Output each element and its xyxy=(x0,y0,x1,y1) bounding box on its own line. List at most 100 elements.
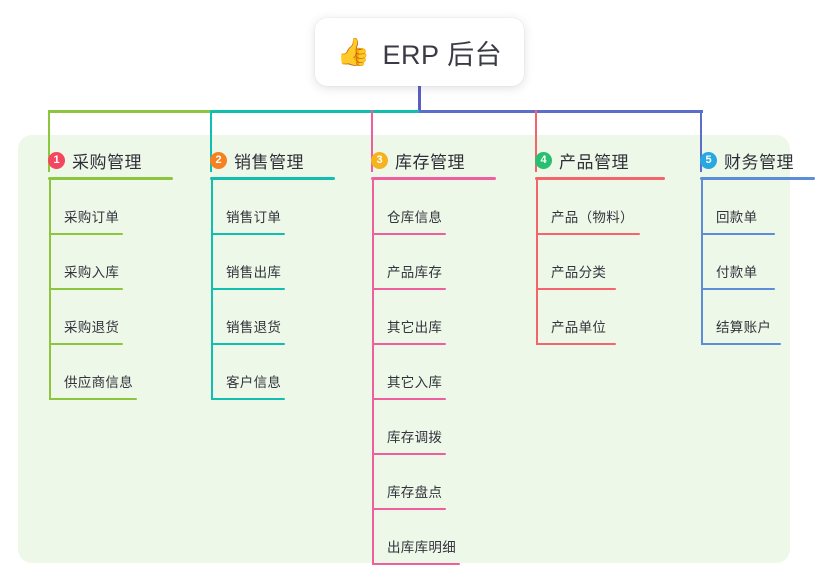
branch-leaf-underline xyxy=(211,233,285,235)
branch-column-2: 2 销售管理销售订单销售出库销售退货客户信息 xyxy=(197,148,347,400)
branch-body: 销售订单销售出库销售退货客户信息 xyxy=(197,180,347,400)
branch-leaf-underline xyxy=(49,233,123,235)
branch-leaf-label: 其它入库 xyxy=(387,375,443,390)
branch-column-5: 5 财务管理回款单付款单结算账户 xyxy=(687,148,827,345)
branch-leaf-underline xyxy=(372,233,446,235)
branch-spine xyxy=(211,180,213,400)
branch-title: 财务管理 xyxy=(724,152,794,172)
branch-spine xyxy=(701,180,703,345)
branch-number-badge: 2 xyxy=(210,151,227,169)
branch-number-badge: 3 xyxy=(371,151,388,169)
branch-leaf-label: 销售出库 xyxy=(226,265,282,280)
branch-leaf-item[interactable]: 产品库存 xyxy=(358,235,508,290)
branch-header-3[interactable]: 3 库存管理 xyxy=(358,148,508,172)
branch-column-4: 4 产品管理产品（物料） 产品分类产品单位 xyxy=(522,148,677,345)
branch-leaf-label: 结算账户 xyxy=(716,320,772,335)
branch-leaf-item[interactable]: 其它出库 xyxy=(358,290,508,345)
branch-header-1[interactable]: 1 采购管理 xyxy=(35,148,185,172)
branch-leaf-label: 回款单 xyxy=(716,210,758,225)
branch-leaf-item[interactable]: 付款单 xyxy=(687,235,827,290)
branch-leaf-label: 仓库信息 xyxy=(387,210,443,225)
branch-number-badge: 4 xyxy=(535,151,552,169)
branch-leaf-underline xyxy=(701,288,775,290)
branch-column-3: 3 库存管理仓库信息产品库存其它出库其它入库库存调拨库存盘点出库库明细 xyxy=(358,148,508,565)
connector-drop-5 xyxy=(700,110,702,172)
branch-leaf-underline xyxy=(536,343,616,345)
branch-leaf-label: 销售订单 xyxy=(226,210,282,225)
branch-leaf-item[interactable]: 采购入库 xyxy=(35,235,185,290)
connector-drop-3 xyxy=(371,110,373,172)
branch-leaf-item[interactable]: 供应商信息 xyxy=(35,345,185,400)
branch-leaf-label: 库存调拨 xyxy=(387,430,443,445)
branch-leaf-underline xyxy=(211,288,285,290)
branch-leaf-underline xyxy=(211,343,285,345)
branch-leaf-item[interactable]: 产品（物料） xyxy=(522,180,677,235)
branch-leaf-label: 出库库明细 xyxy=(387,540,456,555)
branch-body: 采购订单采购入库采购退货供应商信息 xyxy=(35,180,185,400)
branch-spine xyxy=(49,180,51,400)
branch-body: 仓库信息产品库存其它出库其它入库库存调拨库存盘点出库库明细 xyxy=(358,180,508,565)
branch-spine xyxy=(372,180,374,565)
connector-trunk xyxy=(418,86,421,113)
branch-leaf-underline xyxy=(372,563,460,565)
branch-leaf-label: 采购入库 xyxy=(64,265,120,280)
branch-leaf-underline xyxy=(49,343,123,345)
branch-leaf-label: 采购退货 xyxy=(64,320,120,335)
connector-drop-2 xyxy=(210,110,212,172)
branch-leaf-underline xyxy=(49,398,137,400)
branch-leaf-label: 库存盘点 xyxy=(387,485,443,500)
branch-leaf-label: 付款单 xyxy=(716,265,758,280)
branch-leaf-label: 其它出库 xyxy=(387,320,443,335)
branch-leaf-label: 产品单位 xyxy=(551,320,607,335)
branch-leaf-underline xyxy=(372,343,446,345)
branch-leaf-item[interactable]: 仓库信息 xyxy=(358,180,508,235)
branch-title: 库存管理 xyxy=(395,152,465,172)
branch-leaf-item[interactable]: 出库库明细 xyxy=(358,510,508,565)
branch-leaf-underline xyxy=(701,233,775,235)
branch-leaf-item[interactable]: 库存盘点 xyxy=(358,455,508,510)
branch-spine xyxy=(536,180,538,345)
branch-leaf-underline xyxy=(49,288,123,290)
branch-title: 产品管理 xyxy=(559,152,629,172)
connector-drop-1 xyxy=(48,110,50,172)
branch-leaf-item[interactable]: 其它入库 xyxy=(358,345,508,400)
branch-number-badge: 5 xyxy=(700,151,717,169)
branch-underline xyxy=(48,177,173,180)
connector-bar-segment-3 xyxy=(419,110,703,113)
branch-underline xyxy=(535,177,665,180)
branch-leaf-item[interactable]: 销售退货 xyxy=(197,290,347,345)
branch-leaf-item[interactable]: 销售订单 xyxy=(197,180,347,235)
branch-underline xyxy=(371,177,496,180)
branch-leaf-item[interactable]: 客户信息 xyxy=(197,345,347,400)
root-title: ERP 后台 xyxy=(382,39,503,70)
branch-leaf-underline xyxy=(211,398,285,400)
branch-leaf-item[interactable]: 产品单位 xyxy=(522,290,677,345)
branch-column-1: 1 采购管理采购订单采购入库采购退货供应商信息 xyxy=(35,148,185,400)
branch-leaf-label: 产品分类 xyxy=(551,265,607,280)
branch-leaf-item[interactable]: 结算账户 xyxy=(687,290,827,345)
branch-leaf-item[interactable]: 采购退货 xyxy=(35,290,185,345)
connector-bar-segment-1 xyxy=(48,110,211,113)
branch-title: 销售管理 xyxy=(234,152,304,172)
branch-header-5[interactable]: 5 财务管理 xyxy=(687,148,827,172)
branch-header-2[interactable]: 2 销售管理 xyxy=(197,148,347,172)
connector-bar-segment-2 xyxy=(211,110,419,113)
branch-leaf-underline xyxy=(536,233,640,235)
root-node[interactable]: 👍 ERP 后台 xyxy=(315,18,524,86)
branch-leaf-label: 客户信息 xyxy=(226,375,282,390)
branch-leaf-label: 供应商信息 xyxy=(64,375,133,390)
branch-leaf-label: 产品（物料） xyxy=(551,210,634,225)
branch-leaf-item[interactable]: 库存调拨 xyxy=(358,400,508,455)
branch-leaf-label: 采购订单 xyxy=(64,210,120,225)
branch-leaf-underline xyxy=(372,453,446,455)
branch-leaf-underline xyxy=(372,508,446,510)
branch-title: 采购管理 xyxy=(72,152,142,172)
branch-leaf-item[interactable]: 销售出库 xyxy=(197,235,347,290)
branch-leaf-item[interactable]: 产品分类 xyxy=(522,235,677,290)
branch-leaf-underline xyxy=(372,398,446,400)
branch-leaf-item[interactable]: 采购订单 xyxy=(35,180,185,235)
branch-leaf-label: 销售退货 xyxy=(226,320,282,335)
branch-number-badge: 1 xyxy=(48,151,65,169)
branch-leaf-item[interactable]: 回款单 xyxy=(687,180,827,235)
branch-header-4[interactable]: 4 产品管理 xyxy=(522,148,677,172)
